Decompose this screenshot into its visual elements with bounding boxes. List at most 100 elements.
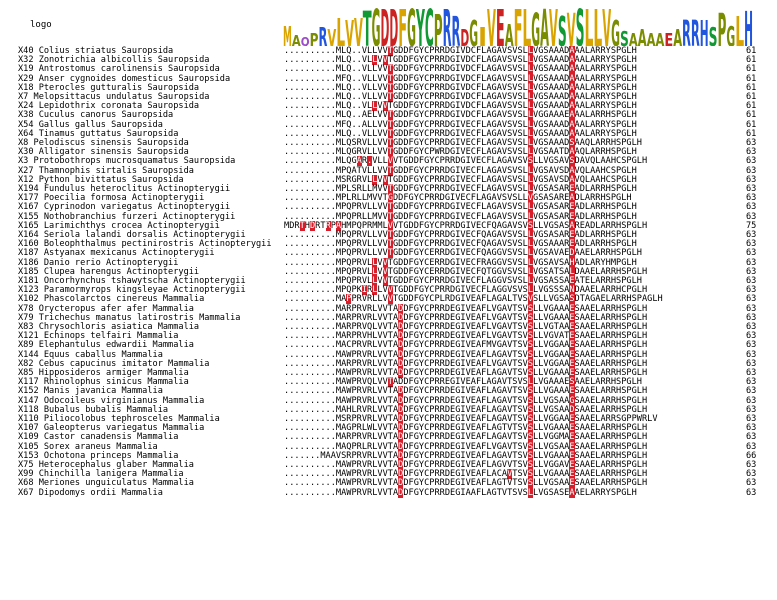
alignment-row: X186 Danio rerio Actinopterygii.........… bbox=[0, 257, 777, 268]
sequence-name: X83 Chrysochloris asiatica Mammalia bbox=[18, 322, 200, 332]
sequence-name: X27 Thamnophis sirtalis Sauropsida bbox=[18, 165, 194, 176]
sequence-name: X144 Equus caballus Mammalia bbox=[18, 349, 163, 360]
logo-letter: V bbox=[354, 10, 363, 46]
sequence-name: X19 Antrostomus carolinensis Sauropsida bbox=[18, 64, 220, 75]
logo-letter: L bbox=[593, 4, 602, 46]
logo-letter: R bbox=[451, 10, 460, 46]
sequence: ..........MLQ..VLLVVTGDDFGYCPRRDGIVDCFLA… bbox=[284, 46, 637, 56]
sequence-length: 63 bbox=[746, 138, 757, 148]
logo-letter: G bbox=[531, 4, 540, 46]
sequence-name: X160 Boleophthalmus pectinirostris Actin… bbox=[18, 239, 272, 250]
logo-letter: D bbox=[381, 4, 390, 46]
sequence-name: X165 Larimichthys crocea Actinopterygii bbox=[18, 220, 220, 231]
sequence-name: X181 Oncorhynchus tshawytscha Actinopter… bbox=[18, 276, 246, 286]
sequence-name: X109 Castor canadensis Mammalia bbox=[18, 432, 179, 443]
logo-letter: S bbox=[558, 10, 567, 46]
logo-letter: D bbox=[460, 25, 469, 46]
logo-letter: L bbox=[735, 10, 744, 46]
sequence-name: X30 Alligator sinensis Sauropsida bbox=[18, 147, 189, 158]
logo-letter: V bbox=[602, 4, 611, 46]
sequence-length: 63 bbox=[746, 340, 757, 351]
alignment-row: X29 Anser cygnoides domesticus Sauropsid… bbox=[0, 73, 777, 84]
sequence: ..........MARPRVRLVVTADDFGYCPRRDEGIVEAFL… bbox=[284, 303, 648, 314]
sequence-length: 63 bbox=[746, 368, 757, 378]
sequence: ..........MARPRVQLVVTADDFGYCPRRDEGIVEAFL… bbox=[284, 322, 648, 332]
sequence-length: 63 bbox=[746, 230, 757, 240]
sequence-length: 63 bbox=[746, 487, 757, 498]
sequence-length: 63 bbox=[746, 165, 757, 176]
sequence-length: 63 bbox=[746, 276, 757, 286]
logo-label: logo bbox=[30, 20, 52, 30]
sequence: MDRTHDRTRPAHMPQPRMMLVVTGDDFGYCPRRDGIVECF… bbox=[284, 220, 648, 231]
logo-letter: Q bbox=[301, 36, 310, 46]
sequence-name: X24 Lepidothrix coronata Sauropsida bbox=[18, 101, 200, 112]
sequence-length: 63 bbox=[746, 349, 757, 360]
sequence-length: 61 bbox=[746, 92, 757, 102]
alignment-row: X187 Astyanax mexicanus Actinopterygii..… bbox=[0, 248, 777, 259]
sequence-name: X194 Fundulus heteroclitus Actinopterygi… bbox=[18, 184, 231, 194]
alignment-row: X68 Meriones unguiculatus Mammalia......… bbox=[0, 478, 777, 489]
logo-letter: G bbox=[726, 21, 735, 46]
sequence-name: X3 Protobothrops mucrosquamatus Sauropsi… bbox=[18, 156, 236, 167]
alignment-row: X38 Cuculus canorus Sauropsida..........… bbox=[0, 110, 777, 121]
sequence: ..........MLQ..VLLVVTGDDFGYCPRRDGIVECFLA… bbox=[284, 128, 637, 139]
alignment-row: X7 Melopsittacus undulatus Sauropsida...… bbox=[0, 92, 777, 102]
alignment-row: X19 Antrostomus carolinensis Sauropsida.… bbox=[0, 64, 777, 75]
alignment-row: X117 Rhinolophus sinicus Mammalia.......… bbox=[0, 377, 777, 388]
sequence-name: X186 Danio rerio Actinopterygii bbox=[18, 257, 179, 268]
alignment-row: X152 Manis javanica Mammalia..........MA… bbox=[0, 386, 777, 397]
alignment-row: X89 Elephantulus edwardii Mammalia......… bbox=[0, 340, 777, 351]
sequence-length: 61 bbox=[746, 73, 757, 84]
sequence-name: X7 Melopsittacus undulatus Sauropsida bbox=[18, 92, 210, 102]
alignment-row: X82 Cebus capucinus imitator Mammalia...… bbox=[0, 358, 777, 369]
sequence-name: X78 Orycteropus afer afer Mammalia bbox=[18, 303, 194, 314]
sequence-name: X147 Odocoileus virginianus Mammalia bbox=[18, 395, 205, 406]
sequence: ..........MAWPRVRLVVTADDFGYCPRRDEGIVEAFL… bbox=[284, 386, 648, 397]
sequence-length: 61 bbox=[746, 119, 757, 130]
sequence-name: X99 Chinchilla lanigera Mammalia bbox=[18, 469, 184, 480]
alignment-row: X177 Poecilia formosa Actinopterygii....… bbox=[0, 193, 777, 204]
sequence-name: X117 Rhinolophus sinicus Mammalia bbox=[18, 377, 189, 388]
sequence-length: 63 bbox=[746, 156, 757, 167]
sequence-length: 61 bbox=[746, 82, 757, 93]
sequence: ..........MFQ..VLLVVTGDDFGYCPRRDGIVDCFLA… bbox=[284, 73, 637, 84]
sequence-name: X40 Colius striatus Sauropsida bbox=[18, 46, 174, 56]
sequence-length: 63 bbox=[746, 460, 757, 470]
sequence-name: X68 Meriones unguiculatus Mammalia bbox=[18, 478, 194, 489]
sequence-name: X32 Zonotrichia albicollis Sauropsida bbox=[18, 55, 210, 66]
logo-letter: I bbox=[478, 22, 487, 46]
logo-letter: G bbox=[469, 14, 478, 46]
sequence-length: 63 bbox=[746, 174, 757, 185]
sequence: ..........MPLSRLLMVVTGDDFGYCPRRDGIVECFLA… bbox=[284, 184, 637, 194]
logo-letter: M bbox=[283, 21, 292, 46]
logo-letter: V bbox=[327, 25, 336, 46]
alignment-row: X109 Castor canadensis Mammalia.........… bbox=[0, 432, 777, 443]
logo-letter: P bbox=[310, 29, 319, 46]
sequence-length: 63 bbox=[746, 285, 757, 296]
alignment-row: X24 Lepidothrix coronata Sauropsida.....… bbox=[0, 101, 777, 112]
sequence: ..........MPQPRVLLVVTGDDFGYCPRRDGIVECFQA… bbox=[284, 239, 637, 250]
sequence: ..........MAWPRVRLVVTADDFGYCPRRDEGIVEAFL… bbox=[284, 349, 648, 360]
alignment-row: X78 Orycteropus afer afer Mammalia......… bbox=[0, 303, 777, 314]
sequence: ..........MLQ..VLLVVTGDDFGYCPRRDGIVDCFLA… bbox=[284, 92, 637, 102]
sequence: ..........MSRGRVLLVVTGDDFGYCPRRDGIVECFLA… bbox=[284, 174, 637, 185]
logo-letter: L bbox=[522, 4, 531, 46]
sequence: ..........MPQPRLLMVVTGDDFGYCPRRDGIVECFLA… bbox=[284, 211, 637, 222]
sequence: ..........MLQGAR.VLLVVTGDDFGYCPRRDGIVECF… bbox=[284, 156, 648, 167]
logo-letter: E bbox=[664, 29, 673, 46]
sequence: ..........MAWPRVRLVVTADDFGYCPRRDEGIVEAFL… bbox=[284, 460, 648, 470]
sequence: ..........MACPRVRLVVTADDFGYCPRRDEGIVEAFM… bbox=[284, 340, 648, 351]
sequence: ..........MAWPRVRLVVTADDFGYCPRRDEGIVEAFL… bbox=[284, 368, 648, 378]
sequence-length: 63 bbox=[746, 147, 757, 158]
sequence-name: X8 Pelodiscus sinensis Sauropsida bbox=[18, 138, 189, 148]
logo-letter: Y bbox=[416, 4, 426, 46]
sequence: ..........MPQPKIRLLVVTGDDFGYCPRRDGIVECFL… bbox=[284, 285, 648, 296]
alignment-row: X155 Nothobranchius furzeri Actinopteryg… bbox=[0, 211, 777, 222]
sequence-length: 63 bbox=[746, 303, 757, 314]
sequence-name: X85 Hipposideros armiger Mammalia bbox=[18, 368, 189, 378]
logo-letter: G bbox=[611, 14, 620, 46]
sequence-length: 61 bbox=[746, 64, 757, 75]
sequence-name: X177 Poecilia formosa Actinopterygii bbox=[18, 193, 205, 204]
logo-letter: T bbox=[363, 4, 372, 46]
sequence: ..........MARPRVHLVVTADDFGYCPRRDEGIVEAFL… bbox=[284, 331, 648, 342]
